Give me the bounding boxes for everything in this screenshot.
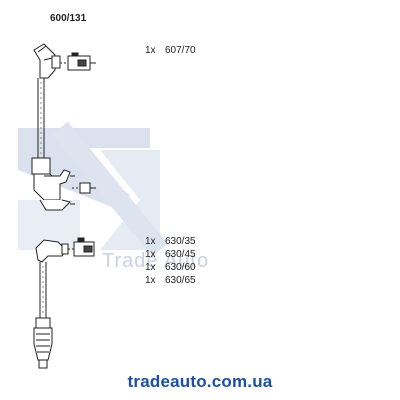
top-boot: [33, 43, 61, 79]
lower-terminal: [68, 237, 95, 257]
part-ref: 630/65: [165, 275, 196, 286]
watermark-logo-icon: [18, 121, 168, 257]
spark-plug-connector-icon: [72, 182, 96, 194]
straight-boot: [33, 317, 53, 369]
qty-label: 1x: [145, 236, 156, 247]
part-number: 600/131: [50, 13, 87, 24]
part-ref: 607/70: [165, 45, 196, 56]
part-ref: 630/60: [165, 262, 196, 273]
watermark-text: Trade Auto: [102, 250, 210, 272]
footer-url[interactable]: tradeauto.com.ua: [127, 372, 273, 391]
parts-list-group-2: 1x 630/35 1x 630/45 1x 630/60 1x 630/65: [145, 235, 196, 287]
part-ref: 630/35: [165, 236, 196, 247]
cable-2: [39, 262, 47, 318]
cable-1: [37, 78, 45, 158]
middle-connector: [31, 157, 75, 211]
terminal-connector-icon: [60, 52, 96, 71]
qty-label: 1x: [145, 275, 156, 286]
parts-row: 1x 630/60: [145, 261, 196, 274]
qty-label: 1x: [145, 249, 156, 260]
parts-row: 1x 607/70: [145, 44, 196, 57]
parts-row: 1x 630/65: [145, 274, 196, 287]
lower-boot: [35, 239, 69, 263]
parts-list-group-1: 1x 607/70: [145, 44, 196, 57]
parts-row: 1x 630/45: [145, 248, 196, 261]
qty-label: 1x: [145, 262, 156, 273]
qty-label: 1x: [145, 45, 156, 56]
part-ref: 630/45: [165, 249, 196, 260]
parts-row: 1x 630/35: [145, 235, 196, 248]
